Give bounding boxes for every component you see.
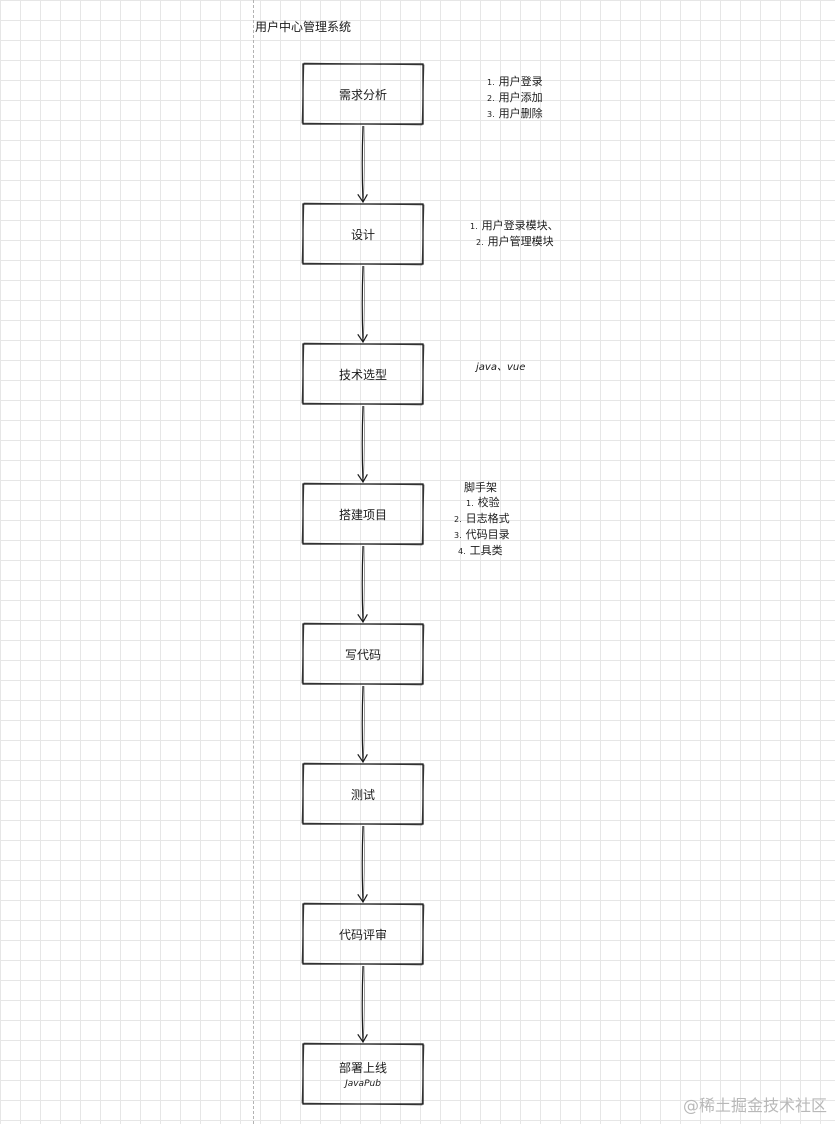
- step-deploy[interactable]: 部署上线 JavaPub: [303, 1044, 423, 1104]
- step-box-sketch: [301, 902, 425, 966]
- note-scaffold: 脚手架 1.校验 2.日志格式 3.代码目录 4.工具类: [454, 480, 510, 559]
- step-tech-selection[interactable]: 技术选型: [303, 344, 423, 404]
- note-item: 3.用户删除: [487, 107, 543, 120]
- step-label: 代码评审: [338, 927, 387, 942]
- step-write-code[interactable]: 写代码: [303, 624, 423, 684]
- step-build-project[interactable]: 搭建项目: [303, 484, 423, 544]
- step-label: 部署上线: [338, 1061, 387, 1075]
- flow-arrow: [362, 405, 363, 482]
- dashed-guide-line: [253, 0, 254, 1124]
- note-item: 3.代码目录: [454, 528, 510, 541]
- step-design[interactable]: 设计: [303, 204, 423, 264]
- flow-arrow: [362, 545, 363, 622]
- step-label: 写代码: [344, 647, 381, 662]
- step-label: 设计: [350, 227, 375, 242]
- flow-arrow-sketch: [363, 125, 365, 199]
- step-label: 需求分析: [338, 87, 387, 102]
- step-requirements-analysis[interactable]: 需求分析: [303, 64, 423, 124]
- step-box-sketch: [301, 1042, 425, 1106]
- step-box-sketch: [301, 622, 425, 686]
- flow-arrow-sketch: [363, 825, 365, 899]
- flow-arrow-sketch: [363, 545, 365, 619]
- note-item: 1.用户登录模块、: [470, 219, 559, 232]
- step-label: 搭建项目: [338, 507, 387, 522]
- step-sublabel: JavaPub: [345, 1079, 381, 1089]
- flow-arrow-sketch: [363, 405, 365, 479]
- watermark: @稀土掘金技术社区: [682, 1096, 827, 1115]
- note-heading: 脚手架: [464, 481, 497, 494]
- step-box-sketch: [301, 762, 425, 826]
- step-box-sketch: [301, 202, 425, 266]
- note-item: 2.用户添加: [487, 91, 543, 104]
- step-box-sketch: [301, 482, 425, 546]
- note-requirements: 1.用户登录 2.用户添加 3.用户删除: [487, 74, 543, 122]
- flow-arrow-sketch: [363, 685, 365, 759]
- note-design: 1.用户登录模块、 2.用户管理模块: [470, 218, 559, 250]
- flow-arrow: [362, 965, 363, 1042]
- note-item: 2.日志格式: [454, 512, 510, 525]
- note-item: 1.校验: [466, 496, 500, 509]
- step-testing[interactable]: 测试: [303, 764, 423, 824]
- step-label: 测试: [350, 787, 375, 802]
- note-item: 4.工具类: [458, 544, 503, 557]
- step-box-sketch: [301, 342, 425, 406]
- flow-arrow-sketch: [363, 265, 365, 339]
- flow-arrow-sketch: [363, 965, 365, 1039]
- flow-arrow: [362, 265, 363, 342]
- step-box-sketch: [301, 62, 425, 126]
- flow-arrow: [362, 125, 363, 202]
- note-item: 2.用户管理模块: [476, 235, 554, 248]
- step-code-review[interactable]: 代码评审: [303, 904, 423, 964]
- note-item: 1.用户登录: [487, 75, 543, 88]
- flow-arrow: [362, 685, 363, 762]
- step-label: 技术选型: [338, 367, 387, 382]
- diagram-title: 用户中心管理系统: [255, 20, 352, 34]
- flow-arrow: [362, 825, 363, 902]
- note-tech: java、vue: [476, 362, 526, 373]
